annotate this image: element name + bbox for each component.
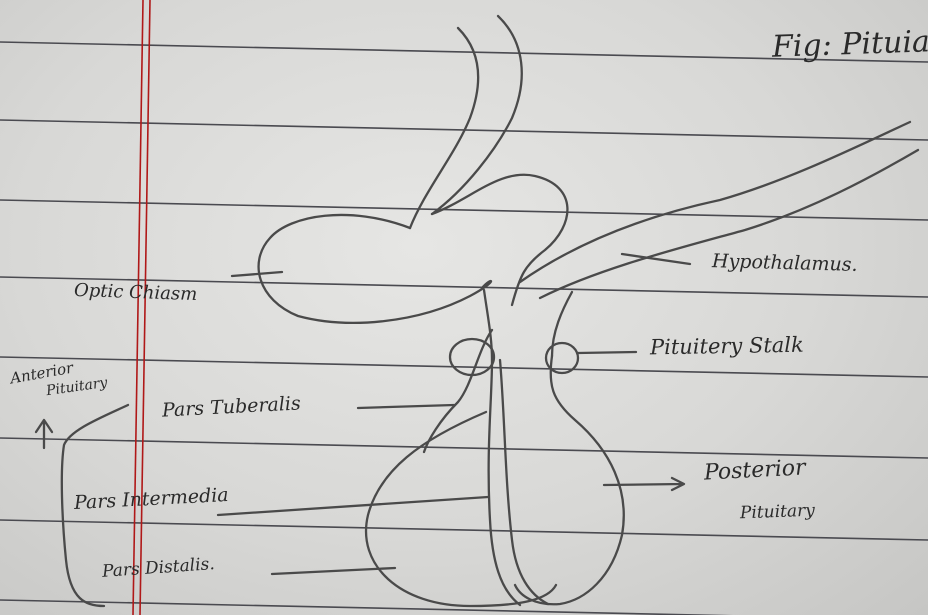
posterior-pituitary-label-1: Posterior — [703, 457, 806, 484]
ruled-line — [0, 520, 928, 540]
pars-tuberalis-leader — [358, 405, 454, 408]
optic-chiasm-outline — [259, 215, 491, 323]
hypothalamus-tube-right — [432, 16, 522, 214]
posterior-pituitary-label-2: Pituitary — [740, 503, 815, 523]
stalk-right — [552, 292, 572, 356]
anterior-upper — [424, 330, 492, 452]
posterior-lobe — [515, 356, 624, 604]
hypothalamus-label: Hypothalamus. — [712, 252, 858, 275]
pars-distalis-leader — [272, 568, 395, 574]
ruled-line — [0, 438, 928, 458]
stalk-leader — [578, 352, 636, 353]
optic-chiasm-label: Optic Chiasm — [74, 282, 198, 304]
anterior-bracket-arrow — [36, 420, 52, 448]
pars-intermedia-leader — [218, 497, 488, 515]
anterior-inner — [489, 360, 520, 605]
hypothalamus-tube-left — [410, 28, 478, 228]
ruled-lines — [0, 42, 928, 615]
figure-title: Fig: Pituia — [772, 27, 928, 62]
posterior-inner — [500, 360, 548, 604]
optic-chiasm-top — [432, 175, 567, 305]
hypothalamus-band-lower — [540, 150, 918, 298]
anterior-lobe — [366, 412, 556, 606]
optic-chiasm-leader — [232, 272, 282, 276]
stalk-ellipse-left — [450, 339, 494, 375]
pituitary-stalk-label: Pituitery Stalk — [650, 335, 804, 359]
posterior-arrow — [604, 478, 684, 490]
ruled-line — [0, 600, 928, 615]
